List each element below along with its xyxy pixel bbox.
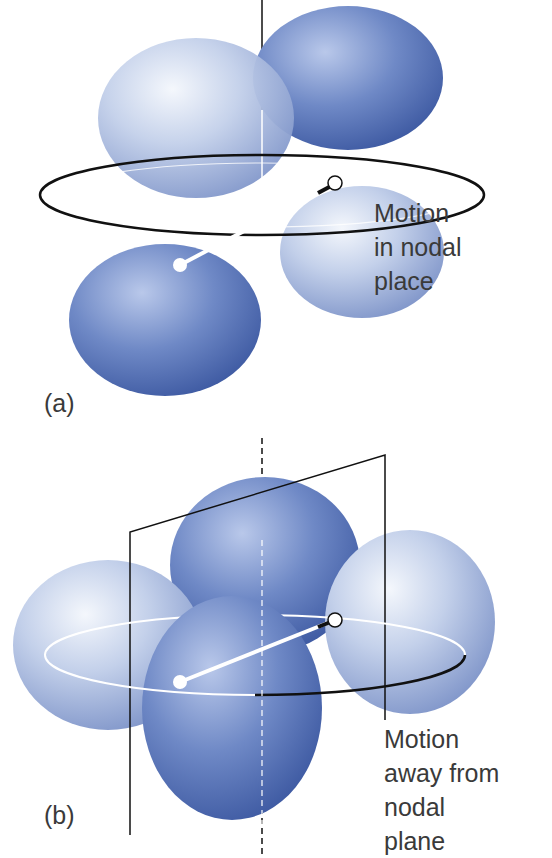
panel-letter: (a) <box>44 386 104 420</box>
panel-letter: (b) <box>44 798 104 832</box>
motion-caption: Motion in nodal place <box>374 196 468 298</box>
motion-caption: Motion away from nodal plane <box>384 722 508 858</box>
panel-a <box>40 0 484 410</box>
